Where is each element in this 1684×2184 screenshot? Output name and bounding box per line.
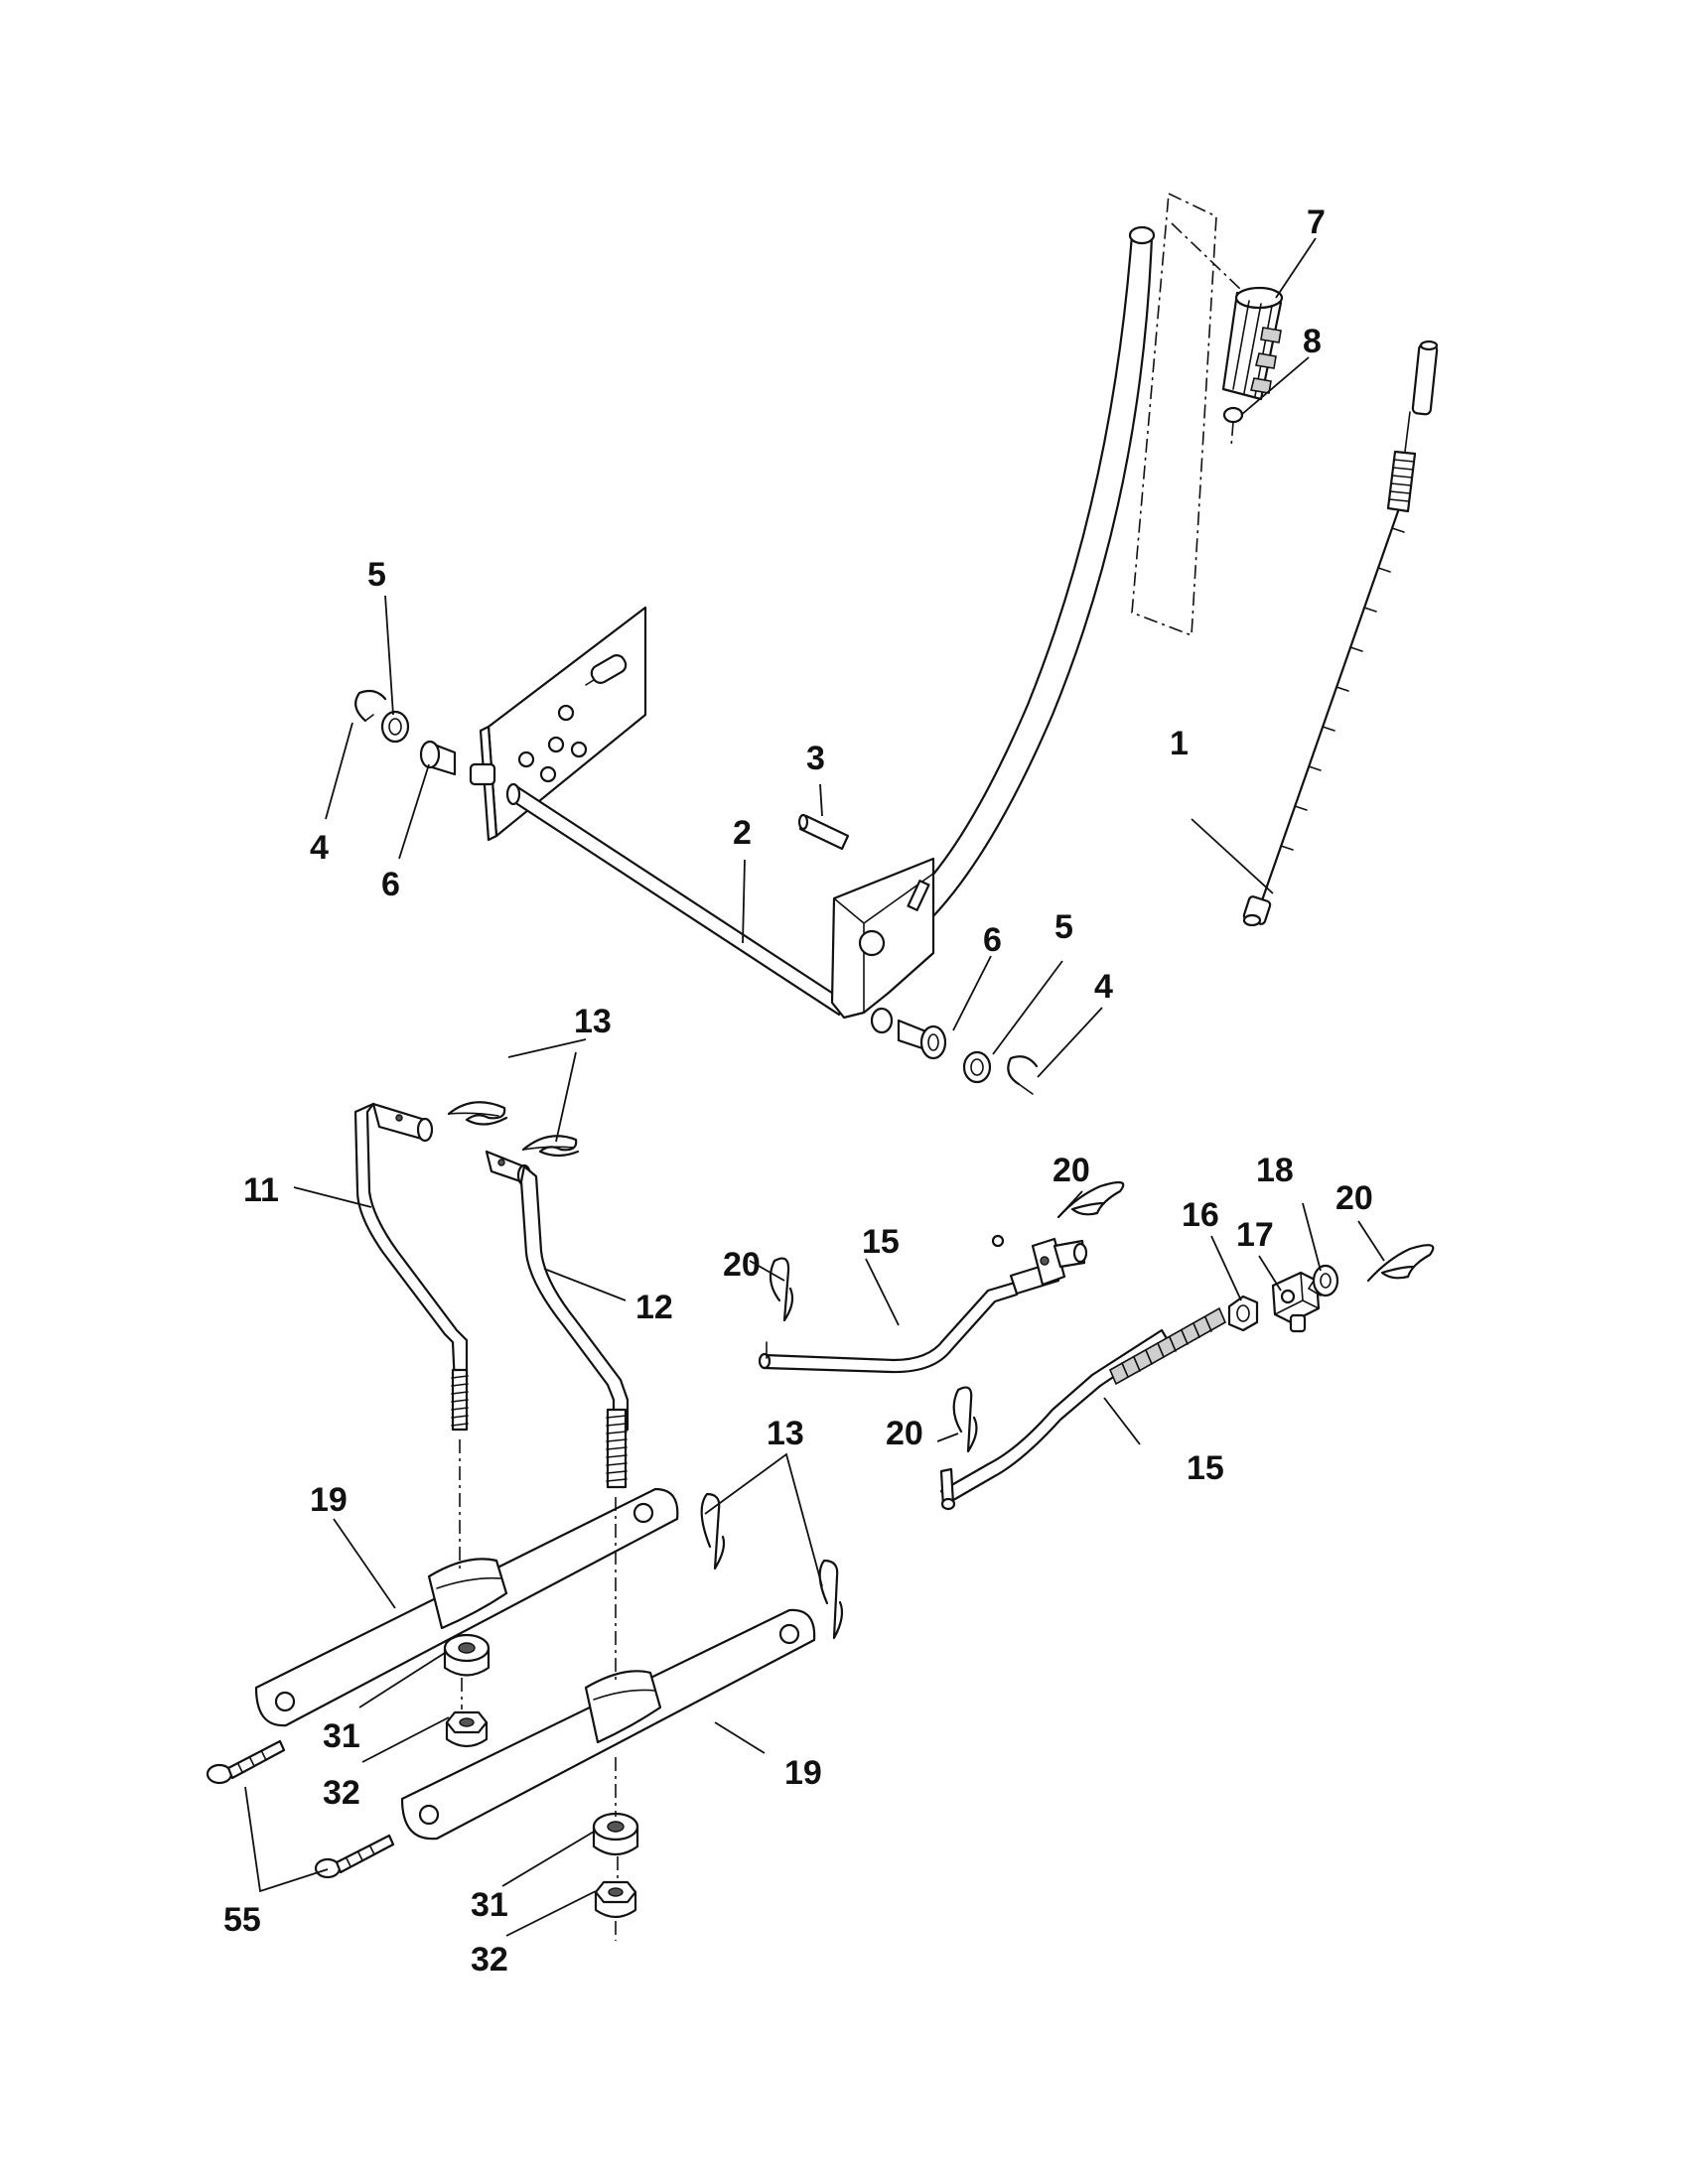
adjustment-rod-upper (758, 1234, 1088, 1374)
callout-55: 55 (223, 1901, 261, 1939)
callout-17: 17 (1236, 1216, 1274, 1254)
callout-13-upper: 13 (574, 1003, 612, 1040)
spacer-nut-right (592, 1812, 639, 1919)
left-shaft-hardware (354, 689, 457, 776)
swivel-block (1271, 1271, 1321, 1333)
lock-nut (1307, 1264, 1339, 1297)
callout-18: 18 (1256, 1152, 1294, 1189)
callout-labels: 1 2 3 4 5 6 7 8 6 5 4 13 11 12 20 20 15 … (223, 204, 1373, 1979)
leader-lines (244, 237, 1385, 1937)
lift-arm-upper (254, 1487, 679, 1727)
callout-20-d: 20 (886, 1415, 923, 1452)
hairpin-clip-4 (952, 1386, 978, 1453)
callout-19-upper: 19 (310, 1481, 348, 1519)
callout-4-right: 4 (1094, 968, 1113, 1006)
callout-20-a: 20 (1052, 1152, 1090, 1189)
hairpin-clip-2 (769, 1257, 794, 1322)
callout-31-left: 31 (323, 1717, 360, 1755)
lift-handle-assembly (469, 192, 1217, 1034)
hitch-pins-upper (447, 1101, 580, 1158)
callout-32-right: 32 (471, 1941, 508, 1979)
lift-arm-lower (400, 1608, 816, 1841)
hitch-pins-lower (700, 1492, 844, 1640)
cotter-pin-lower (314, 1834, 395, 1879)
jam-nut (1227, 1295, 1259, 1332)
callout-19-lower: 19 (784, 1754, 822, 1792)
lift-link-right (485, 1150, 630, 1489)
hairpin-clip-3 (1366, 1244, 1435, 1283)
assembly-center-lines (459, 222, 1242, 1941)
callout-1: 1 (1170, 725, 1189, 762)
lift-link-left (353, 1102, 469, 1432)
callout-31-right: 31 (471, 1886, 508, 1924)
handle-grip (1221, 286, 1284, 424)
roll-pin (797, 813, 850, 851)
cotter-pin-upper (206, 1739, 286, 1785)
callout-2: 2 (733, 814, 752, 852)
callout-13-lower: 13 (767, 1415, 804, 1452)
callout-8: 8 (1303, 323, 1322, 360)
callout-7: 7 (1307, 204, 1326, 241)
hairpin-clip-1 (1056, 1180, 1125, 1219)
callout-5-right: 5 (1054, 908, 1073, 946)
callout-15-lower: 15 (1187, 1449, 1224, 1487)
callout-32-left: 32 (323, 1774, 360, 1812)
callout-20-c: 20 (1335, 1179, 1373, 1217)
right-shaft-hardware (897, 1019, 1039, 1095)
callout-12: 12 (635, 1289, 673, 1326)
callout-5-left: 5 (367, 556, 386, 594)
callout-6-right: 6 (983, 921, 1002, 959)
callout-4-left: 4 (310, 829, 329, 867)
callout-16: 16 (1182, 1196, 1219, 1234)
deck-lift-cable (1242, 340, 1439, 927)
callout-20-b: 20 (723, 1246, 761, 1284)
adjustment-rod-lower (939, 1306, 1227, 1511)
spacer-nut-left (443, 1633, 491, 1748)
callout-15-upper: 15 (862, 1223, 900, 1261)
callout-3: 3 (806, 740, 825, 777)
callout-11: 11 (243, 1171, 279, 1209)
callout-6-left: 6 (381, 866, 400, 903)
